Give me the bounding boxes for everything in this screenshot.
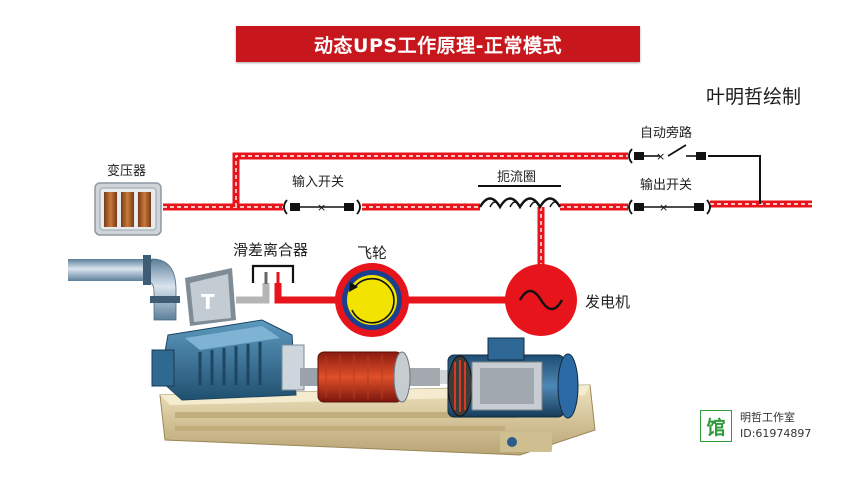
slip-clutch: [251, 264, 295, 284]
output-switch-label: 输出开关: [640, 178, 693, 193]
transformer: [94, 182, 162, 236]
watermark: 馆 明哲工作室 ID:61974897: [700, 406, 811, 446]
generator-machine: [447, 337, 579, 419]
power-lines: [163, 152, 812, 304]
page-title: 动态UPS工作原理-正常模式: [236, 26, 640, 62]
transformer-label: 变压器: [107, 164, 147, 179]
slip-clutch-label: 滑差离合器: [233, 241, 309, 259]
flywheel-rotor: [317, 351, 411, 403]
intake-pipe: [68, 255, 180, 321]
input-switch: ×: [283, 199, 361, 215]
flywheel: [335, 263, 409, 337]
auto-bypass-switch: ×: [628, 144, 706, 164]
diesel-engine: [151, 319, 305, 401]
svg-text:×: ×: [317, 201, 326, 214]
watermark-logo: 馆: [700, 410, 732, 442]
choke-coil: [478, 185, 562, 210]
clutch-connector: [236, 283, 270, 304]
svg-text:×: ×: [659, 201, 668, 214]
generator-label: 发电机: [585, 293, 631, 311]
shaft-line: [274, 283, 510, 304]
flywheel-label: 飞轮: [357, 244, 388, 262]
choke-label: 扼流圈: [497, 170, 537, 185]
watermark-id: ID:61974897: [740, 427, 812, 440]
output-switch: ×: [628, 199, 711, 215]
generator-symbol: [505, 264, 577, 336]
engine-top-box: T: [185, 268, 236, 326]
auto-bypass-label: 自动旁路: [640, 126, 693, 141]
bypass-return: [708, 155, 761, 204]
watermark-studio: 明哲工作室: [740, 411, 795, 424]
svg-text:T: T: [201, 290, 215, 314]
input-switch-label: 输入开关: [292, 175, 345, 190]
svg-text:×: ×: [656, 150, 665, 163]
author-credit: 叶明哲绘制: [706, 86, 802, 108]
